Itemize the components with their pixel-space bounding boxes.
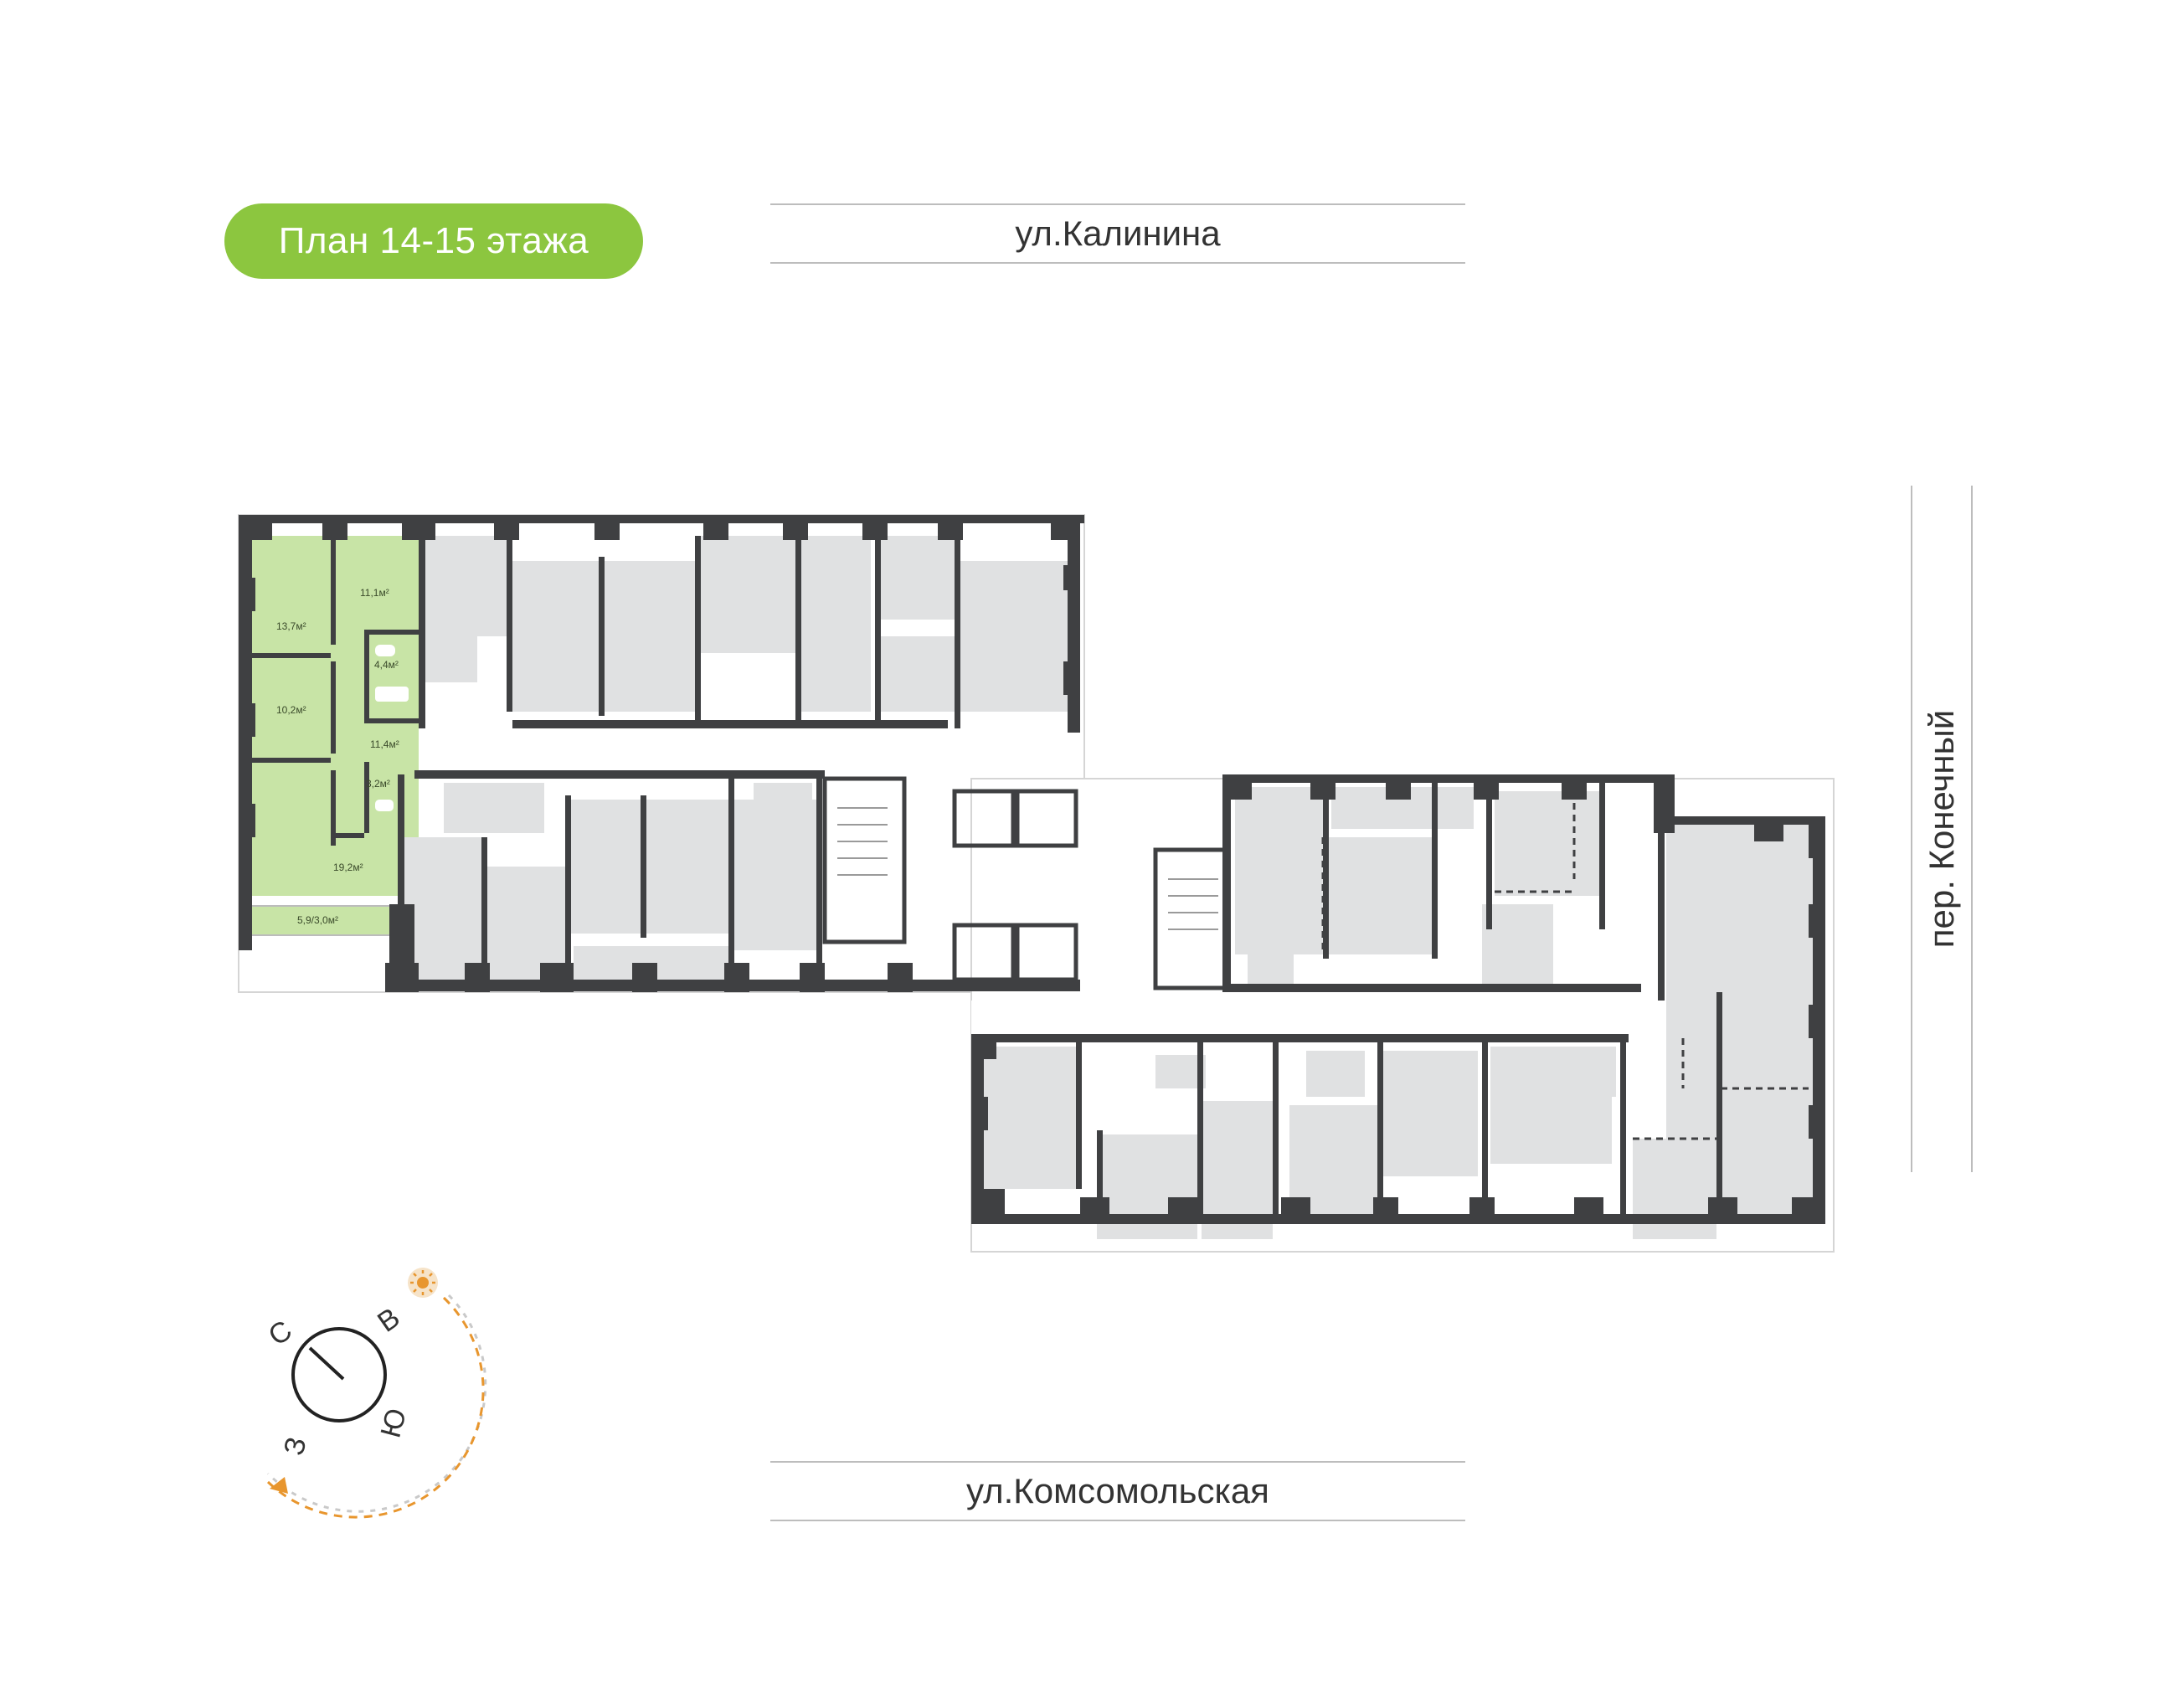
left-wing-rooms xyxy=(402,536,1076,980)
area-room-4: 10,2м² xyxy=(276,704,306,716)
sun-path-arrow-icon xyxy=(270,1477,288,1494)
area-labels: 13,7м² 11,1м² 4,4м² 10,2м² 11,4м² 3,2м² … xyxy=(276,587,399,926)
street-east-label: пер. Конечный xyxy=(1911,486,1973,1172)
compass-east: В xyxy=(372,1302,405,1339)
compass-south: Ю xyxy=(375,1405,414,1441)
area-room-5: 11,4м² xyxy=(370,738,399,750)
compass-north: С xyxy=(263,1314,298,1352)
compass: С В Ю З xyxy=(263,1268,487,1519)
compass-orbit-north xyxy=(266,1294,487,1513)
area-room-7: 19,2м² xyxy=(333,862,363,873)
dashed-partitions xyxy=(1321,791,1809,1140)
compass-west: З xyxy=(278,1433,313,1458)
compass-needle xyxy=(308,1346,345,1381)
right-wing-walls xyxy=(971,774,1825,1224)
area-room-1: 13,7м² xyxy=(276,620,306,632)
street-south-label: ул.Комсомольская xyxy=(770,1461,1465,1521)
sun-icon xyxy=(408,1268,438,1298)
area-room-2: 11,1м² xyxy=(360,587,389,599)
area-room-3: 4,4м² xyxy=(374,659,399,671)
compass-dial xyxy=(291,1327,387,1422)
compass-sun-path xyxy=(266,1296,485,1519)
street-south-name: ул.Комсомольская xyxy=(966,1471,1269,1510)
floor-plan-title: План 14-15 этажа xyxy=(224,203,643,279)
left-wing-walls xyxy=(239,515,1084,992)
area-balcony: 5,9/3,0м² xyxy=(297,914,338,926)
highlighted-apartment[interactable] xyxy=(250,536,419,936)
stairs xyxy=(837,807,1218,930)
street-north-name: ул.Калинина xyxy=(1015,214,1221,253)
area-room-6: 3,2м² xyxy=(366,778,390,790)
street-north-label: ул.Калинина xyxy=(770,203,1465,264)
